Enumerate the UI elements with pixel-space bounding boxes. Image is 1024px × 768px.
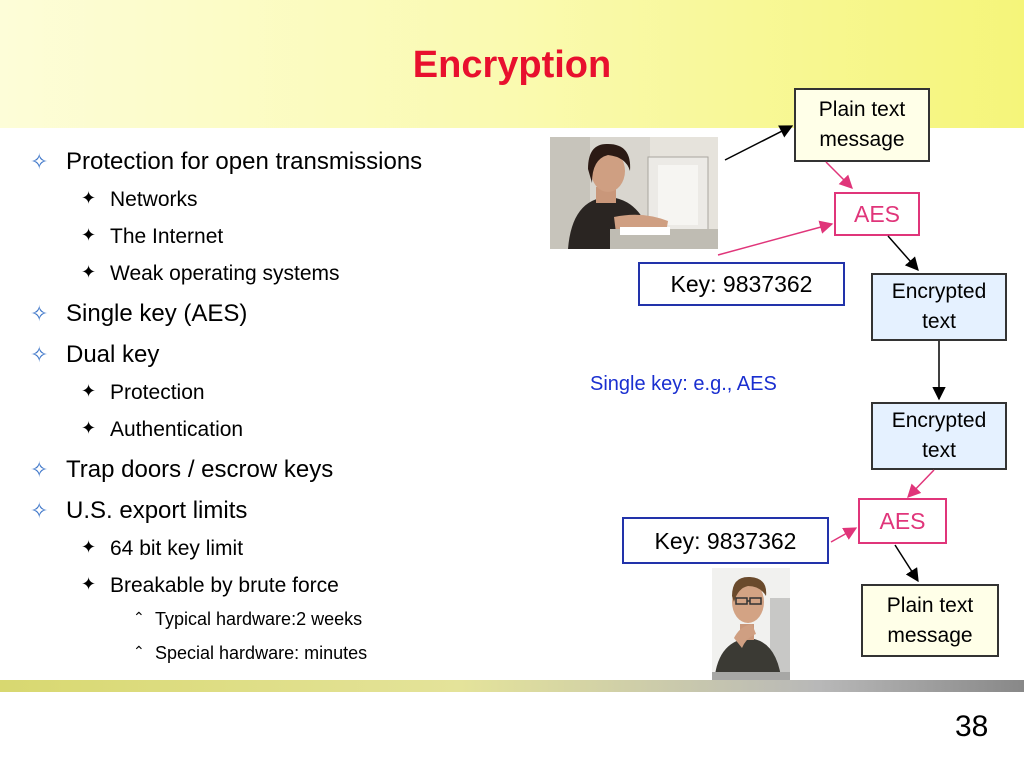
page-number: 38	[955, 710, 989, 743]
bullet-diamond-icon: ✧	[30, 342, 49, 367]
bullet-text: Networks	[110, 188, 198, 211]
bullet-text: Special hardware: minutes	[155, 643, 368, 663]
bullet-item: ✧ Single key (AES)	[30, 300, 248, 328]
diagram-caption: Single key: e.g., AES	[590, 373, 777, 395]
bullet-text: Weak operating systems	[110, 262, 340, 285]
plain-text-message-box-top: Plain text message	[794, 88, 930, 162]
aes-box-top: AES	[834, 192, 920, 236]
bullet-text: The Internet	[110, 225, 224, 248]
bullet-star-icon: ✦	[81, 418, 97, 438]
bullet-diamond-icon: ✧	[30, 457, 49, 482]
arrow-photo-to-plain	[724, 125, 794, 161]
bullet-text: Typical hardware:2 weeks	[155, 609, 363, 629]
bullet-diamond-icon: ✧	[30, 301, 49, 326]
bullet-star-icon: ✦	[81, 381, 97, 401]
bullet-star-icon: ✦	[81, 537, 97, 557]
bullet-text: Protection	[110, 381, 205, 404]
bullet-star-icon: ✦	[81, 225, 97, 245]
key-box-bottom: Key: 9837362	[622, 517, 829, 564]
arrow-aes-to-plain	[894, 544, 919, 583]
bullet-text: Trap doors / escrow keys	[66, 456, 334, 483]
bullet-star-icon: ✦	[81, 188, 97, 208]
arrow-encrypted-to-aes	[907, 469, 935, 498]
bullet-diamond-icon: ✧	[30, 149, 49, 174]
bullet-text: Protection for open transmissions	[66, 148, 423, 175]
bullet-item: ✦ Breakable by brute force	[81, 574, 339, 598]
bullet-item: ✦ Protection	[81, 381, 205, 405]
bullet-item: ✧ Trap doors / escrow keys	[30, 456, 334, 484]
bullet-caret-icon: ⌃	[133, 609, 145, 625]
bullet-item: ✦ 64 bit key limit	[81, 537, 244, 561]
bullet-text: Authentication	[110, 418, 244, 441]
key-box-top: Key: 9837362	[638, 262, 845, 306]
bullet-item: ✦ Networks	[81, 188, 198, 212]
bullet-star-icon: ✦	[81, 262, 97, 282]
bullet-item: ⌃ Special hardware: minutes	[133, 643, 368, 664]
encrypted-text-box-2: Encrypted text	[871, 402, 1007, 470]
bullet-text: 64 bit key limit	[110, 537, 244, 560]
bullet-text: U.S. export limits	[66, 497, 248, 524]
footer-bar	[0, 680, 1024, 692]
aes-box-bottom: AES	[858, 498, 947, 544]
bullet-item: ✧ U.S. export limits	[30, 497, 248, 525]
arrow-key-to-aes	[830, 527, 858, 543]
bullet-text: Breakable by brute force	[110, 574, 339, 597]
bullet-item: ✧ Dual key	[30, 341, 160, 369]
bullet-item: ✧ Protection for open transmissions	[30, 148, 423, 176]
bullet-text: Dual key	[66, 341, 160, 368]
bullet-item: ✦ Authentication	[81, 418, 244, 442]
woman-at-computer-photo	[550, 137, 718, 249]
bullet-item: ⌃ Typical hardware:2 weeks	[133, 609, 363, 630]
arrow-aes-to-encrypted	[887, 235, 919, 272]
encrypted-text-box-1: Encrypted text	[871, 273, 1007, 341]
bullet-item: ✦ Weak operating systems	[81, 262, 340, 286]
arrow-plain-to-aes	[825, 161, 853, 189]
slide-title: Encryption	[412, 44, 612, 86]
man-thinking-photo	[712, 568, 790, 685]
bullet-diamond-icon: ✧	[30, 498, 49, 523]
bullet-star-icon: ✦	[81, 574, 97, 594]
bullet-item: ✦ The Internet	[81, 225, 224, 249]
bullet-caret-icon: ⌃	[133, 643, 145, 659]
bullet-text: Single key (AES)	[66, 300, 248, 327]
arrow-photo-to-aes	[717, 220, 834, 256]
plain-text-message-box-bottom: Plain text message	[861, 584, 999, 657]
